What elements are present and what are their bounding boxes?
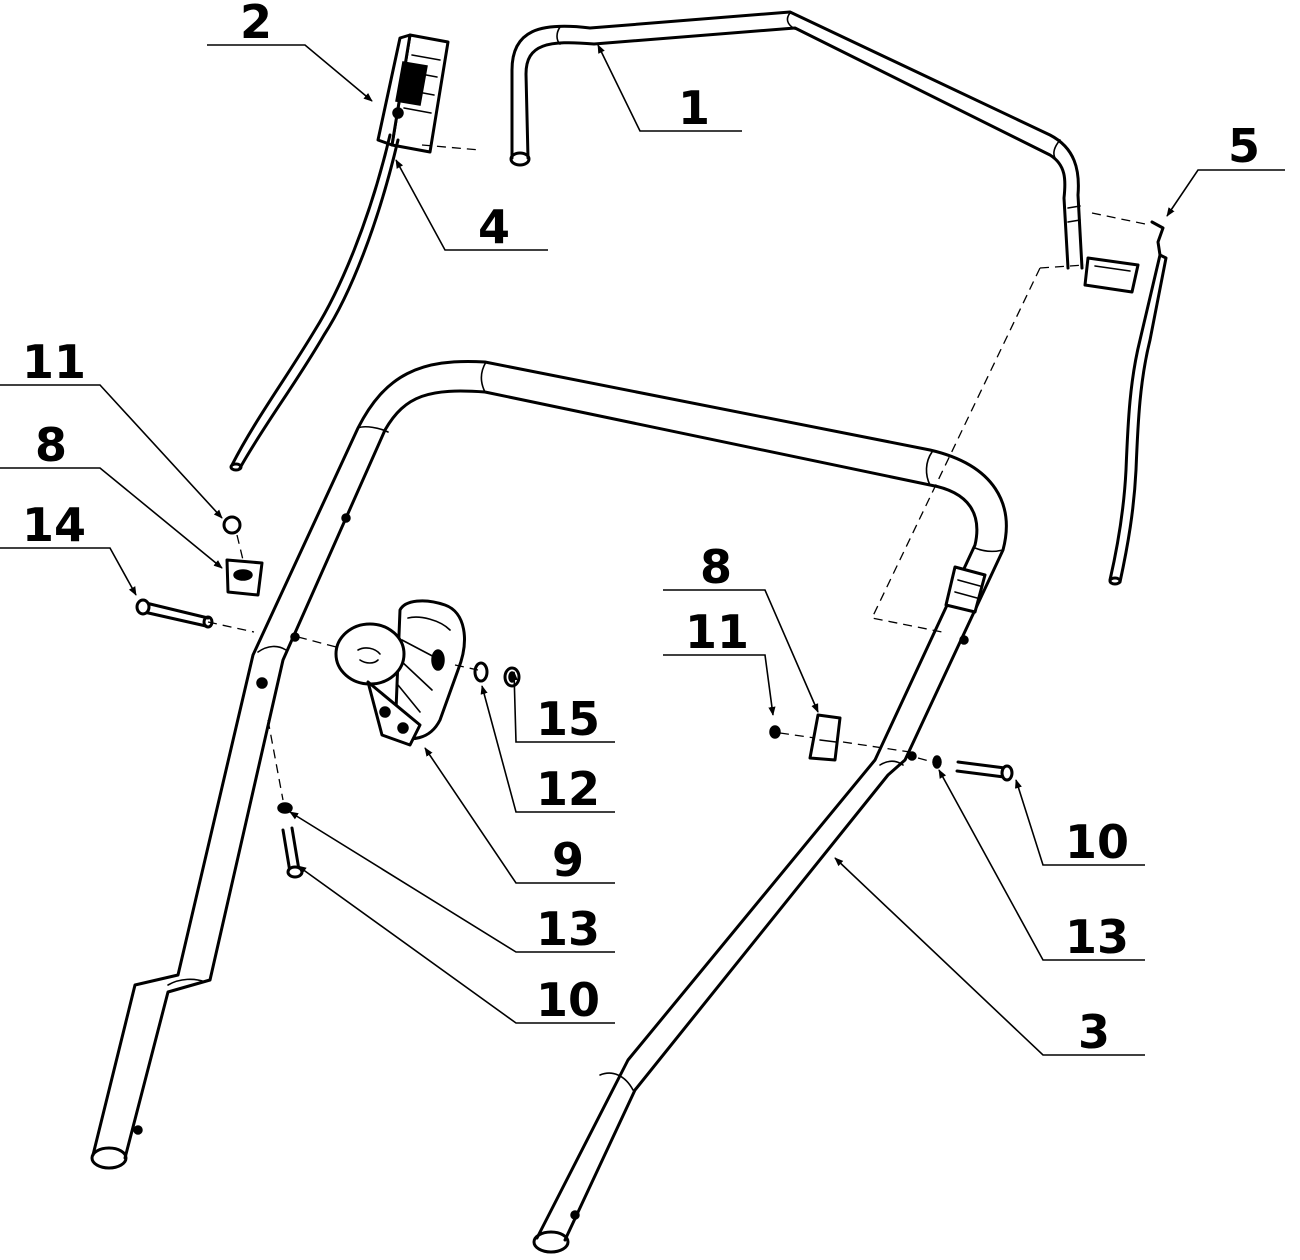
callout-3: 3	[1078, 1005, 1110, 1059]
lower-handle	[90, 359, 1008, 1254]
callout-4: 4	[478, 200, 510, 254]
assembly-lines	[207, 144, 1151, 801]
switch-box	[376, 33, 450, 154]
callout-15: 15	[536, 692, 600, 746]
switch-cable	[229, 133, 400, 472]
right-fastener-stack	[769, 713, 1014, 782]
callout-14: 14	[22, 498, 86, 552]
callout-11-right: 11	[685, 605, 749, 659]
brake-cable	[1108, 220, 1168, 586]
leader-lines	[0, 44, 1285, 1056]
callout-9: 9	[552, 833, 584, 887]
callout-2: 2	[240, 0, 272, 49]
callout-13-right: 13	[1065, 910, 1129, 964]
callout-10-right: 10	[1065, 815, 1129, 869]
callout-labels: 2 1 5 4 11 8 14 8 11 15 12 9 13 10 10 13…	[22, 0, 1260, 1059]
callout-1: 1	[678, 81, 710, 135]
callout-8-left: 8	[35, 418, 67, 472]
callout-8-right: 8	[700, 540, 732, 594]
callout-5: 5	[1228, 119, 1260, 173]
callout-11-left: 11	[22, 335, 86, 389]
upper-handle-bar	[509, 10, 1140, 294]
callout-12: 12	[536, 762, 600, 816]
left-fastener-stack	[135, 515, 264, 629]
handle-knob-assembly	[334, 599, 521, 747]
callout-13-left: 13	[536, 902, 600, 956]
callout-10-left: 10	[536, 973, 600, 1027]
